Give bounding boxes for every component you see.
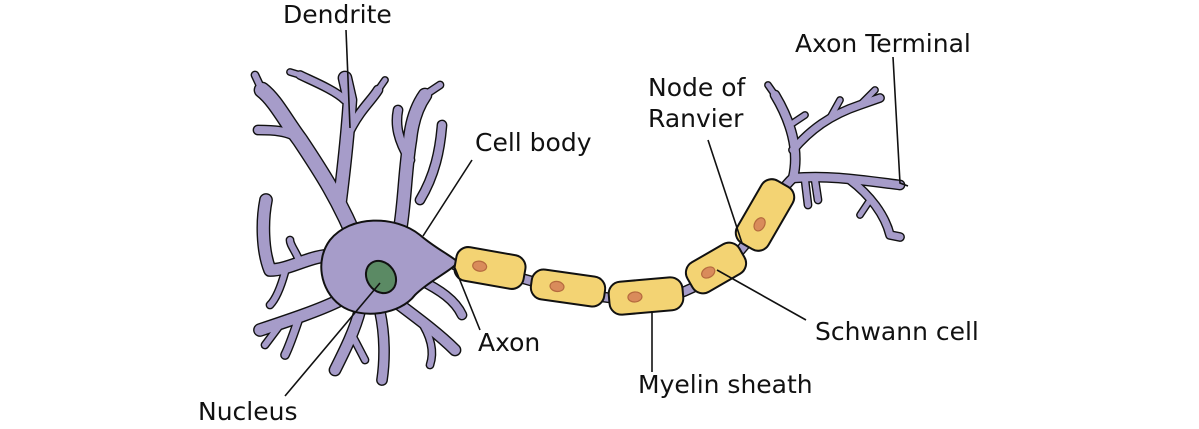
schwann-nucleus-shape	[549, 280, 565, 293]
schwann-cell-segment	[453, 246, 527, 290]
label-dendrite: Dendrite	[283, 0, 392, 29]
dendrite-branch	[287, 69, 303, 78]
dendrite-branch	[827, 97, 843, 121]
dendrite-branch	[787, 112, 808, 128]
schwann-cell-segment	[684, 241, 748, 295]
dendrite-branch	[395, 300, 460, 355]
dendrite-branch	[802, 177, 811, 208]
dendrite-branch	[254, 126, 304, 144]
label-myelin-sheath: Myelin sheath	[638, 370, 813, 399]
dendrite-branch	[422, 82, 443, 98]
myelin-sheath-shape	[453, 246, 527, 290]
node-of-ranvier-leader	[707, 139, 743, 244]
cell-body-leader	[422, 159, 473, 237]
schwann-cell-segment	[529, 268, 607, 308]
nucleus-shape	[364, 259, 398, 295]
myelin-segments	[453, 178, 796, 316]
myelin-sheath-shape	[684, 241, 748, 295]
label-cell-body: Cell body	[475, 128, 592, 157]
label-axon: Axon	[478, 328, 541, 357]
dendrite-branch	[375, 77, 388, 93]
axon-terminal-leader	[892, 56, 909, 187]
dendrite-branch	[346, 86, 382, 134]
dendrite-branch	[375, 307, 389, 385]
dendrite-leader	[345, 29, 351, 129]
schwann-leader	[716, 269, 807, 321]
myelin-sheath-shape	[734, 178, 796, 252]
nucleus-leader	[284, 282, 381, 397]
dendrite-branch	[254, 294, 346, 336]
myelin-sheath-shape	[529, 268, 607, 308]
dendrite-branch	[416, 121, 446, 204]
schwann-cell-segment	[607, 276, 685, 316]
dendrite-branch	[857, 197, 873, 218]
dendrite-branch	[281, 311, 304, 359]
dendrite-branch	[765, 82, 778, 98]
dendrite-branch	[257, 194, 341, 276]
dendrite-branch	[846, 176, 904, 241]
dendrite-branch	[296, 71, 349, 104]
label-nucleus: Nucleus	[198, 397, 298, 426]
dendrite-branch	[857, 87, 878, 108]
dendrite-branch	[334, 72, 356, 206]
dendrite-branch	[417, 317, 435, 368]
schwann-nucleus-shape	[472, 260, 488, 272]
schwann-nucleus-shape	[701, 266, 716, 279]
dendrite-branch	[771, 91, 800, 182]
label-node-of-ranvier-1: Node of	[648, 73, 746, 102]
dendrite-branch	[255, 83, 367, 257]
dendrite-branch	[267, 269, 288, 308]
dendrite-branch	[812, 177, 821, 203]
dendrite-branch	[262, 322, 283, 348]
schwann-nucleus-shape	[753, 217, 766, 232]
myelin-sheath-shape	[607, 276, 685, 316]
label-node-of-ranvier-2: Ranvier	[648, 104, 744, 133]
dendrite-branch	[330, 305, 365, 375]
dendrite-branch	[287, 237, 303, 265]
schwann-nucleus-shape	[627, 291, 643, 303]
dendrite-branch	[394, 89, 431, 236]
label-axon-terminal: Axon Terminal	[795, 29, 971, 58]
dendrite-branch	[392, 106, 414, 164]
axon-leader	[454, 267, 481, 331]
schwann-cell-segment	[734, 178, 796, 252]
dendrite-branch	[252, 72, 265, 93]
label-schwann-cell: Schwann cell	[815, 317, 979, 346]
dendrite-branch	[349, 332, 368, 363]
